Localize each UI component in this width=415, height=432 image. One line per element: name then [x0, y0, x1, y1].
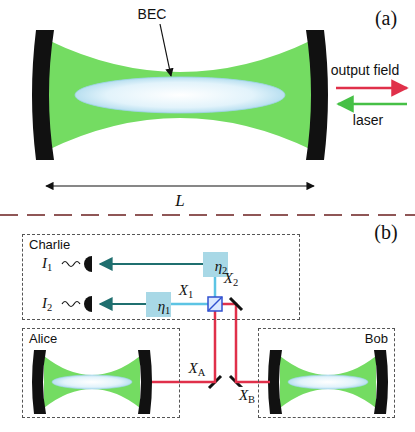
detector — [84, 296, 92, 312]
detector-arrow — [100, 263, 215, 265]
signal-wave — [62, 262, 80, 267]
mirror — [138, 350, 152, 414]
signal-wave — [62, 302, 80, 307]
annotation-label: output field — [331, 63, 400, 78]
cavity-a — [32, 24, 407, 186]
mirror — [374, 350, 388, 414]
laser-beam — [44, 356, 140, 408]
beam-splitter — [208, 297, 222, 311]
alice-box: Alice — [22, 328, 180, 418]
beam-connector — [236, 320, 258, 382]
beam-splitter — [208, 297, 222, 311]
annotation-label: (a) — [375, 7, 397, 29]
signal-label: X2 — [224, 270, 238, 288]
efficiency-box: η2 — [203, 252, 228, 277]
laser-arrow — [338, 103, 407, 106]
box-title: Alice — [29, 332, 57, 346]
mirror — [306, 30, 328, 160]
separator — [0, 214, 415, 216]
bec-cloud — [288, 375, 368, 389]
cavity-bob — [268, 350, 388, 414]
leader-arrow — [160, 24, 171, 76]
annotation-label: L — [175, 192, 184, 211]
input-beam — [222, 304, 236, 320]
efficiency-box: η1 — [146, 292, 171, 317]
mirror — [32, 350, 46, 414]
signal-label: I2 — [42, 295, 52, 313]
mirror — [268, 350, 282, 414]
signal-label: X1 — [179, 282, 193, 300]
mirror — [32, 30, 54, 160]
beam-label: XB — [238, 387, 256, 405]
beam-connector — [180, 320, 215, 382]
box-title: Charlie — [29, 238, 70, 252]
signal-label: I1 — [42, 255, 52, 273]
output-arrow — [336, 87, 407, 90]
output-beam — [258, 381, 270, 384]
charlie-box: η2 η1 Charlie — [22, 234, 300, 320]
output-beam — [152, 381, 180, 384]
box-title: Bob — [365, 332, 388, 346]
annotation-label: laser — [353, 113, 383, 128]
cavity-alice — [32, 350, 180, 414]
annotation-label: BEC — [138, 7, 167, 22]
efficiency-label: η1 — [158, 298, 171, 316]
bob-box: Bob — [258, 328, 395, 418]
steering-mirror — [230, 298, 242, 310]
detector — [84, 256, 92, 272]
laser-beam — [280, 356, 376, 408]
laser-beam — [48, 40, 312, 150]
bec-cloud — [52, 375, 132, 389]
input-beam — [214, 311, 217, 320]
beam-label: XA — [188, 360, 207, 378]
bec-cloud — [75, 77, 285, 113]
annotation-label: (b) — [374, 221, 397, 243]
length-arrow — [46, 185, 314, 186]
